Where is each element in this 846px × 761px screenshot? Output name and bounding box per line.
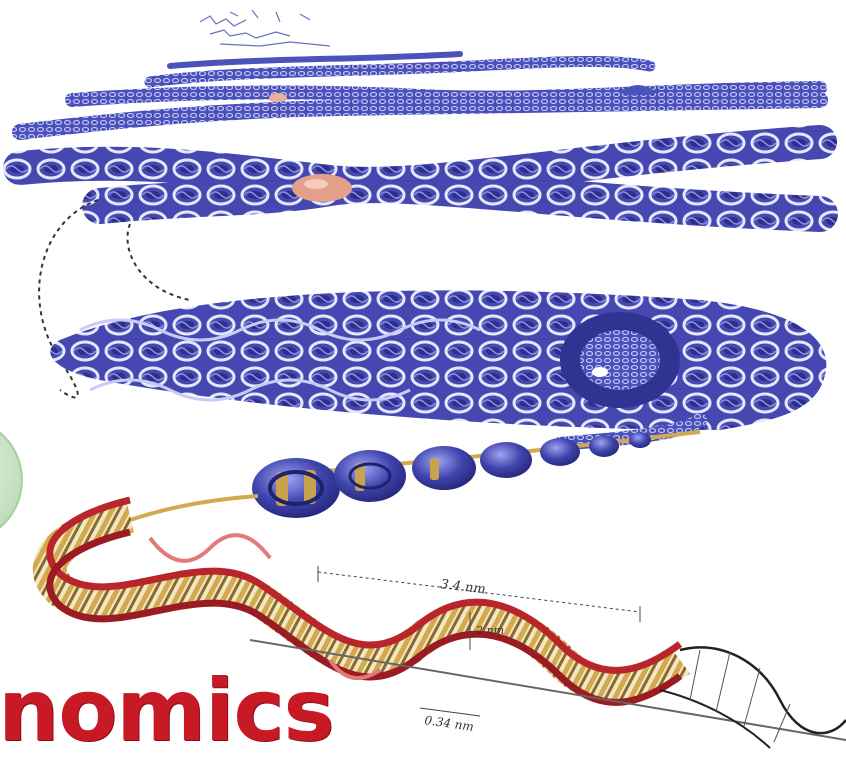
nucleosome-string: [252, 432, 700, 518]
helix-pitch-label: 3.4 nm: [440, 577, 487, 597]
sketch-marks: [200, 10, 330, 46]
nucleosome-icon: [540, 438, 580, 466]
nucleosome-icon: [480, 442, 532, 478]
chromatin-fiber-thin: [20, 54, 820, 132]
chromosome-coil-upper: [20, 142, 820, 214]
helix-width-label: 0.34 nm: [424, 713, 475, 734]
helix-scale-label: 2 nm: [475, 624, 504, 637]
chromatin-loops: [50, 290, 826, 444]
caption-title: nomics: [0, 668, 334, 754]
nucleosome-icon: [412, 446, 476, 490]
nucleosome-icon: [334, 450, 406, 502]
nucleosome-icon: [629, 432, 651, 448]
nucleosome-icon: [589, 435, 619, 457]
nucleosome-icon: [252, 458, 340, 518]
cell-sphere: [0, 418, 22, 542]
